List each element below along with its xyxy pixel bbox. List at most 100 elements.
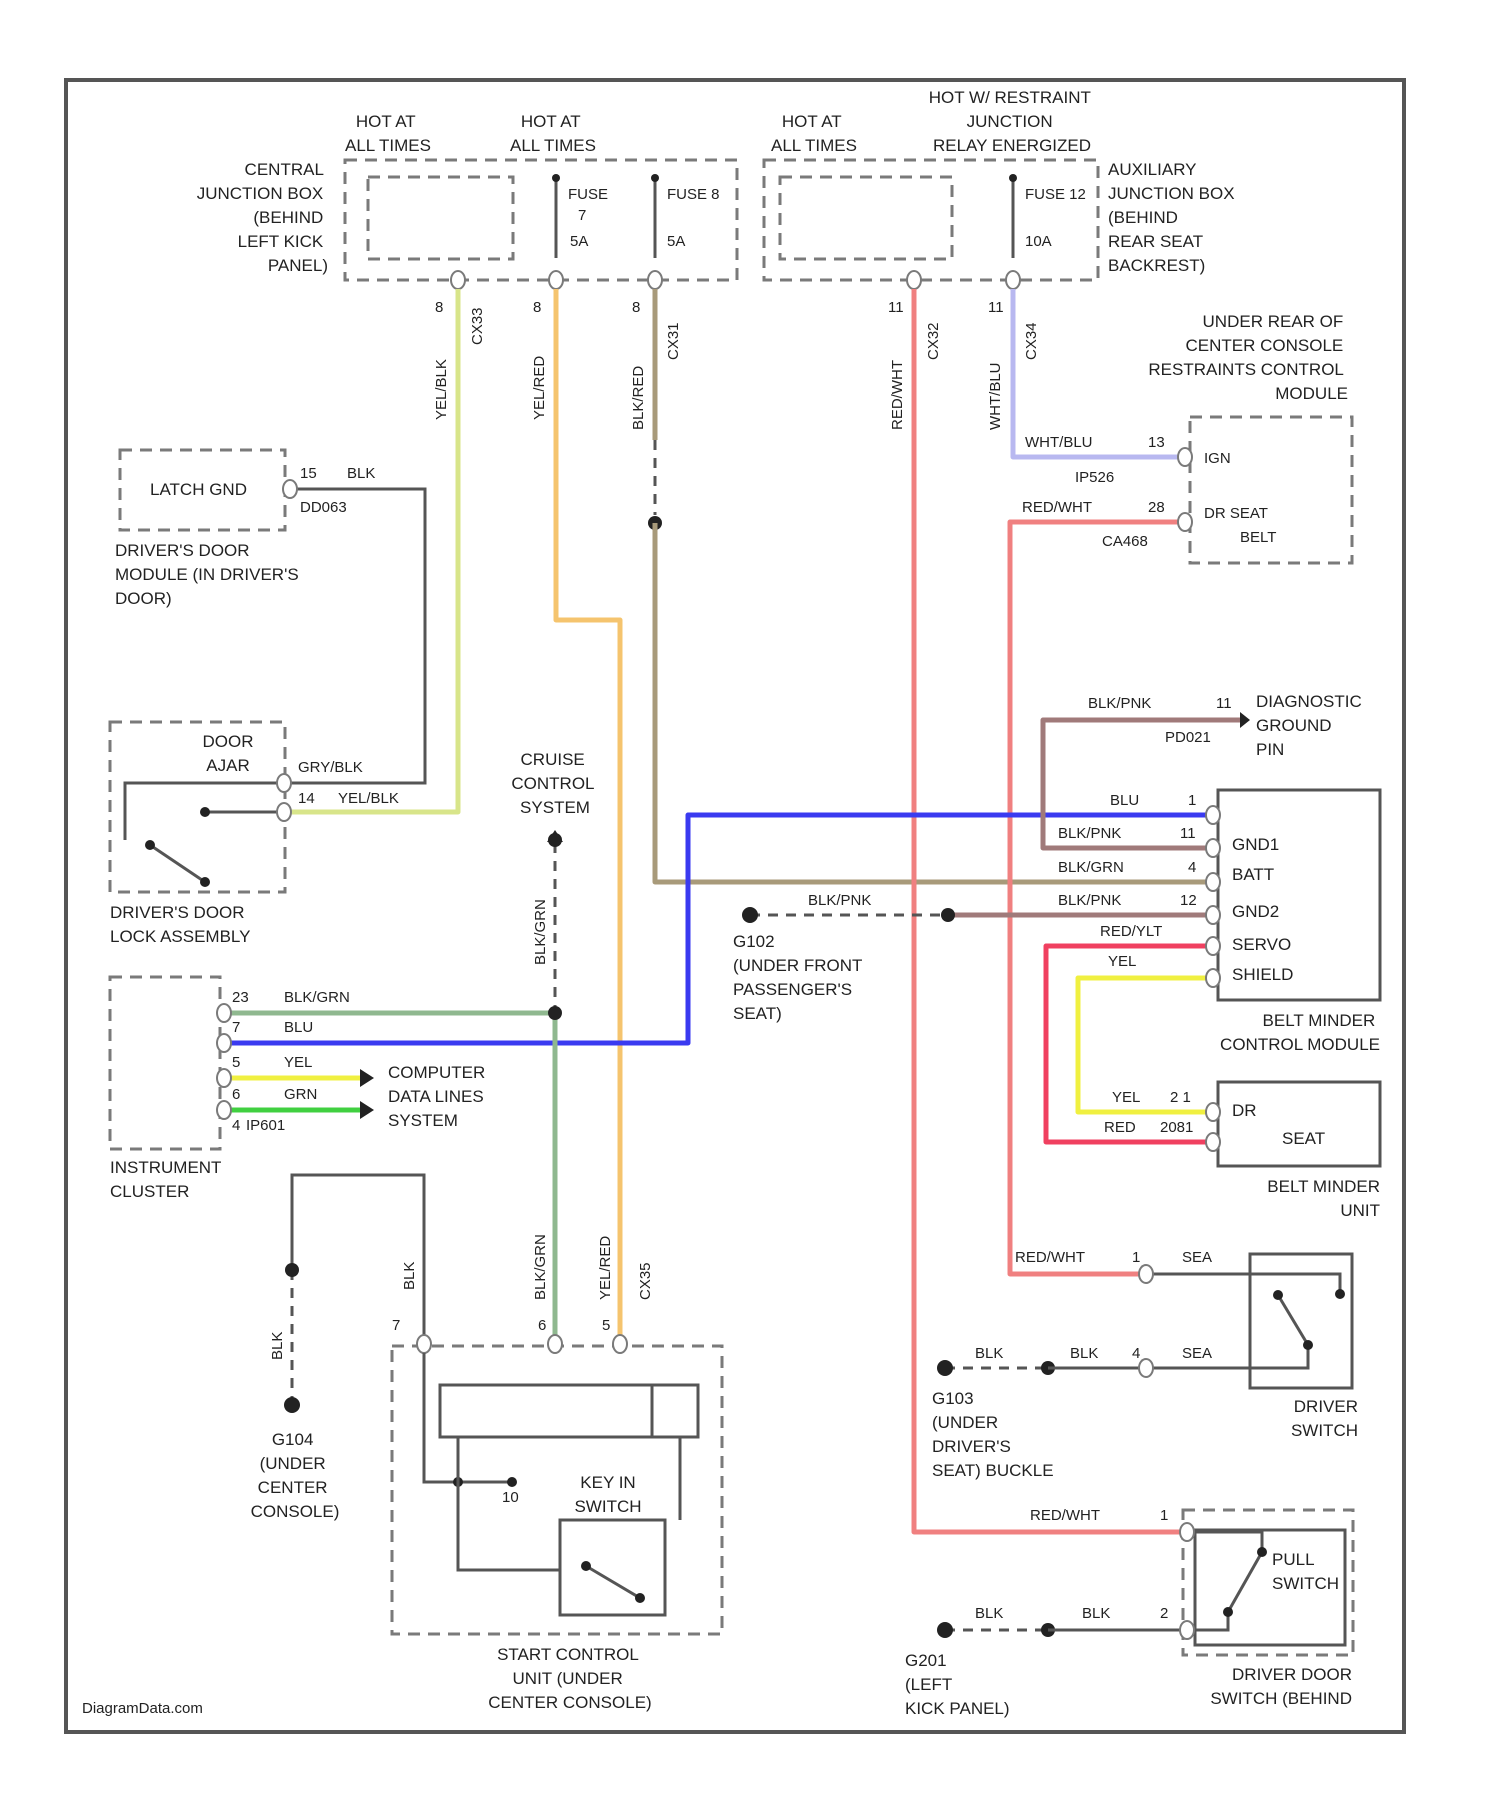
drivers-door-module: LATCH GND 15 BLK DD063 DRIVER'S DOOR MOD… xyxy=(115,450,375,608)
wire-label-cx34: CX34 xyxy=(1023,322,1040,360)
restraints-control-module: UNDER REAR OF CENTER CONSOLE RESTRAINTS … xyxy=(1022,312,1352,563)
svg-text:BLK/GRN: BLK/GRN xyxy=(532,899,549,965)
svg-text:2: 2 xyxy=(1160,1605,1168,1622)
wire-label-red-wht: RED/WHT xyxy=(889,360,906,430)
cjb-label: CENTRAL JUNCTION BOX (BEHIND LEFT KICK P… xyxy=(197,160,328,275)
svg-text:BLK: BLK xyxy=(269,1332,286,1360)
svg-text:BLU: BLU xyxy=(1110,792,1139,809)
svg-text:PD021: PD021 xyxy=(1165,729,1211,746)
svg-text:SEA: SEA xyxy=(1182,1249,1212,1266)
svg-text:DR SEATBELT: DR SEATBELT xyxy=(1204,505,1276,546)
svg-text:7: 7 xyxy=(392,1317,400,1334)
wire-label-cx33: CX33 xyxy=(469,307,486,345)
svg-text:IP526: IP526 xyxy=(1075,469,1114,486)
cruise-control-system: CRUISE CONTROL SYSTEM BLK/GRN xyxy=(511,750,598,965)
svg-text:BLK/GRN: BLK/GRN xyxy=(284,989,350,1006)
svg-text:G103 (UNDER DRIVER: G103 (UNDER DRIVER'S SEAT) BUCKLE xyxy=(932,1389,1054,1480)
svg-text:DRIVER'S DOOR MODULE (IN: DRIVER'S DOOR MODULE (IN DRIVER'S DOOR) xyxy=(115,541,303,608)
svg-text:LATCH GND: LATCH GND xyxy=(150,480,247,499)
svg-text:CX35: CX35 xyxy=(637,1262,654,1300)
svg-text:12: 12 xyxy=(1180,892,1197,909)
fuse-12: FUSE 1210A xyxy=(1009,174,1086,258)
svg-text:START CONTROL UNIT (UNDE: START CONTROL UNIT (UNDER CENTER CONSOLE… xyxy=(488,1645,651,1712)
svg-text:WHT/BLU: WHT/BLU xyxy=(1025,434,1093,451)
wire-latch-gnd xyxy=(290,489,425,783)
svg-text:DD063: DD063 xyxy=(300,499,347,516)
wire-g104-blk xyxy=(292,1175,424,1344)
svg-text:IGN: IGN xyxy=(1204,450,1231,467)
hot-label-1: HOT AT ALL TIMES xyxy=(345,112,431,155)
svg-text:G201 (LEFT KICK PA: G201 (LEFT KICK PANEL) xyxy=(905,1651,1010,1718)
svg-text:4: 4 xyxy=(232,1117,240,1134)
svg-text:4: 4 xyxy=(1188,859,1196,876)
svg-text:INSTRUMENT CLUSTER: INSTRUMENT CLUSTER xyxy=(110,1158,226,1201)
svg-text:FUSE 85A: FUSE 85A xyxy=(667,186,720,250)
svg-text:BLK/PNK: BLK/PNK xyxy=(808,892,871,909)
svg-text:BLK: BLK xyxy=(1070,1345,1098,1362)
svg-text:14: 14 xyxy=(298,790,315,807)
fuse-8: FUSE 85A xyxy=(651,174,720,258)
svg-text:BLU: BLU xyxy=(284,1019,313,1036)
wire-label-cx31: CX31 xyxy=(665,322,682,360)
wire-label-yel-blk: YEL/BLK xyxy=(433,359,450,420)
svg-text:15: 15 xyxy=(300,465,317,482)
svg-text:RED/WHT: RED/WHT xyxy=(1030,1507,1100,1524)
svg-text:1: 1 xyxy=(1188,792,1196,809)
svg-text:RED/WHT: RED/WHT xyxy=(1022,499,1092,516)
pin-11-b: 11 xyxy=(988,299,1004,316)
svg-text:YEL/RED: YEL/RED xyxy=(597,1236,614,1300)
svg-text:KEY INSWITCH: KEY INSWITCH xyxy=(574,1473,641,1516)
svg-text:10: 10 xyxy=(502,1489,519,1506)
svg-text:CA468: CA468 xyxy=(1102,533,1148,550)
svg-text:1: 1 xyxy=(1160,1507,1168,1524)
svg-text:23: 23 xyxy=(232,989,249,1006)
diagnostic-ground-pin: BLK/PNK 11 PD021 DIAGNOSTIC GROUND PIN xyxy=(1088,692,1367,759)
svg-text:BLK: BLK xyxy=(401,1262,418,1290)
svg-text:BLK: BLK xyxy=(1082,1605,1110,1622)
svg-text:BLK: BLK xyxy=(347,465,375,482)
svg-text:5: 5 xyxy=(232,1054,240,1071)
svg-text:BLK/PNK: BLK/PNK xyxy=(1058,892,1121,909)
svg-text:7: 7 xyxy=(232,1019,240,1036)
svg-text:6: 6 xyxy=(538,1317,546,1334)
pin-8-a: 8 xyxy=(435,299,443,316)
svg-text:BLK/PNK: BLK/PNK xyxy=(1088,695,1151,712)
svg-text:BLK: BLK xyxy=(975,1345,1003,1362)
svg-text:28: 28 xyxy=(1148,499,1165,516)
svg-text:BLK/GRN: BLK/GRN xyxy=(1058,859,1124,876)
svg-text:UNDER REAR OF CENTER CON: UNDER REAR OF CENTER CONSOLE RESTRAINTS … xyxy=(1148,312,1348,403)
svg-text:DRIVERSWITCH: DRIVERSWITCH xyxy=(1291,1397,1358,1440)
wire-label-wht-blu: WHT/BLU xyxy=(987,363,1004,431)
wire-label-blk-red: BLK/RED xyxy=(630,366,647,430)
svg-text:5: 5 xyxy=(602,1317,610,1334)
svg-text:BLK/GRN: BLK/GRN xyxy=(532,1234,549,1300)
svg-text:GRN: GRN xyxy=(284,1086,317,1103)
svg-text:YEL: YEL xyxy=(1108,953,1136,970)
wire-label-cx32: CX32 xyxy=(925,322,942,360)
svg-text:IP601: IP601 xyxy=(246,1117,285,1134)
hot-label-3: HOT AT ALL TIMES xyxy=(771,112,857,155)
svg-text:11: 11 xyxy=(1216,695,1232,712)
svg-text:G102 (UNDER FRONT: G102 (UNDER FRONT PASSENGER'S SEAT) xyxy=(733,932,867,1023)
wire-label-yel-red: YEL/RED xyxy=(531,356,548,420)
svg-text:SEA: SEA xyxy=(1182,1345,1212,1362)
hot-label-2: HOT AT ALL TIMES xyxy=(510,112,596,155)
belt-minder-control-module: BLU 1 BLK/PNK 11 BLK/GRN 4 BLK/PNK 12 RE… xyxy=(1058,790,1380,1054)
svg-text:BELT MINDER CONTROL MODU: BELT MINDER CONTROL MODULE xyxy=(1220,1011,1380,1054)
ground-g103: G103 (UNDER DRIVER'S SEAT) BUCKLE xyxy=(932,1389,1054,1480)
svg-text:CRUISE CONTROL SYS: CRUISE CONTROL SYSTEM xyxy=(511,750,598,817)
hot-label-4: HOT W/ RESTRAINT JUNCTION RELAY ENERGIZE… xyxy=(929,88,1096,155)
pin-8-b: 8 xyxy=(533,299,541,316)
svg-text:1: 1 xyxy=(1132,1249,1140,1266)
svg-text:6: 6 xyxy=(232,1086,240,1103)
svg-text:DRSEAT: DRSEAT xyxy=(1232,1101,1325,1148)
